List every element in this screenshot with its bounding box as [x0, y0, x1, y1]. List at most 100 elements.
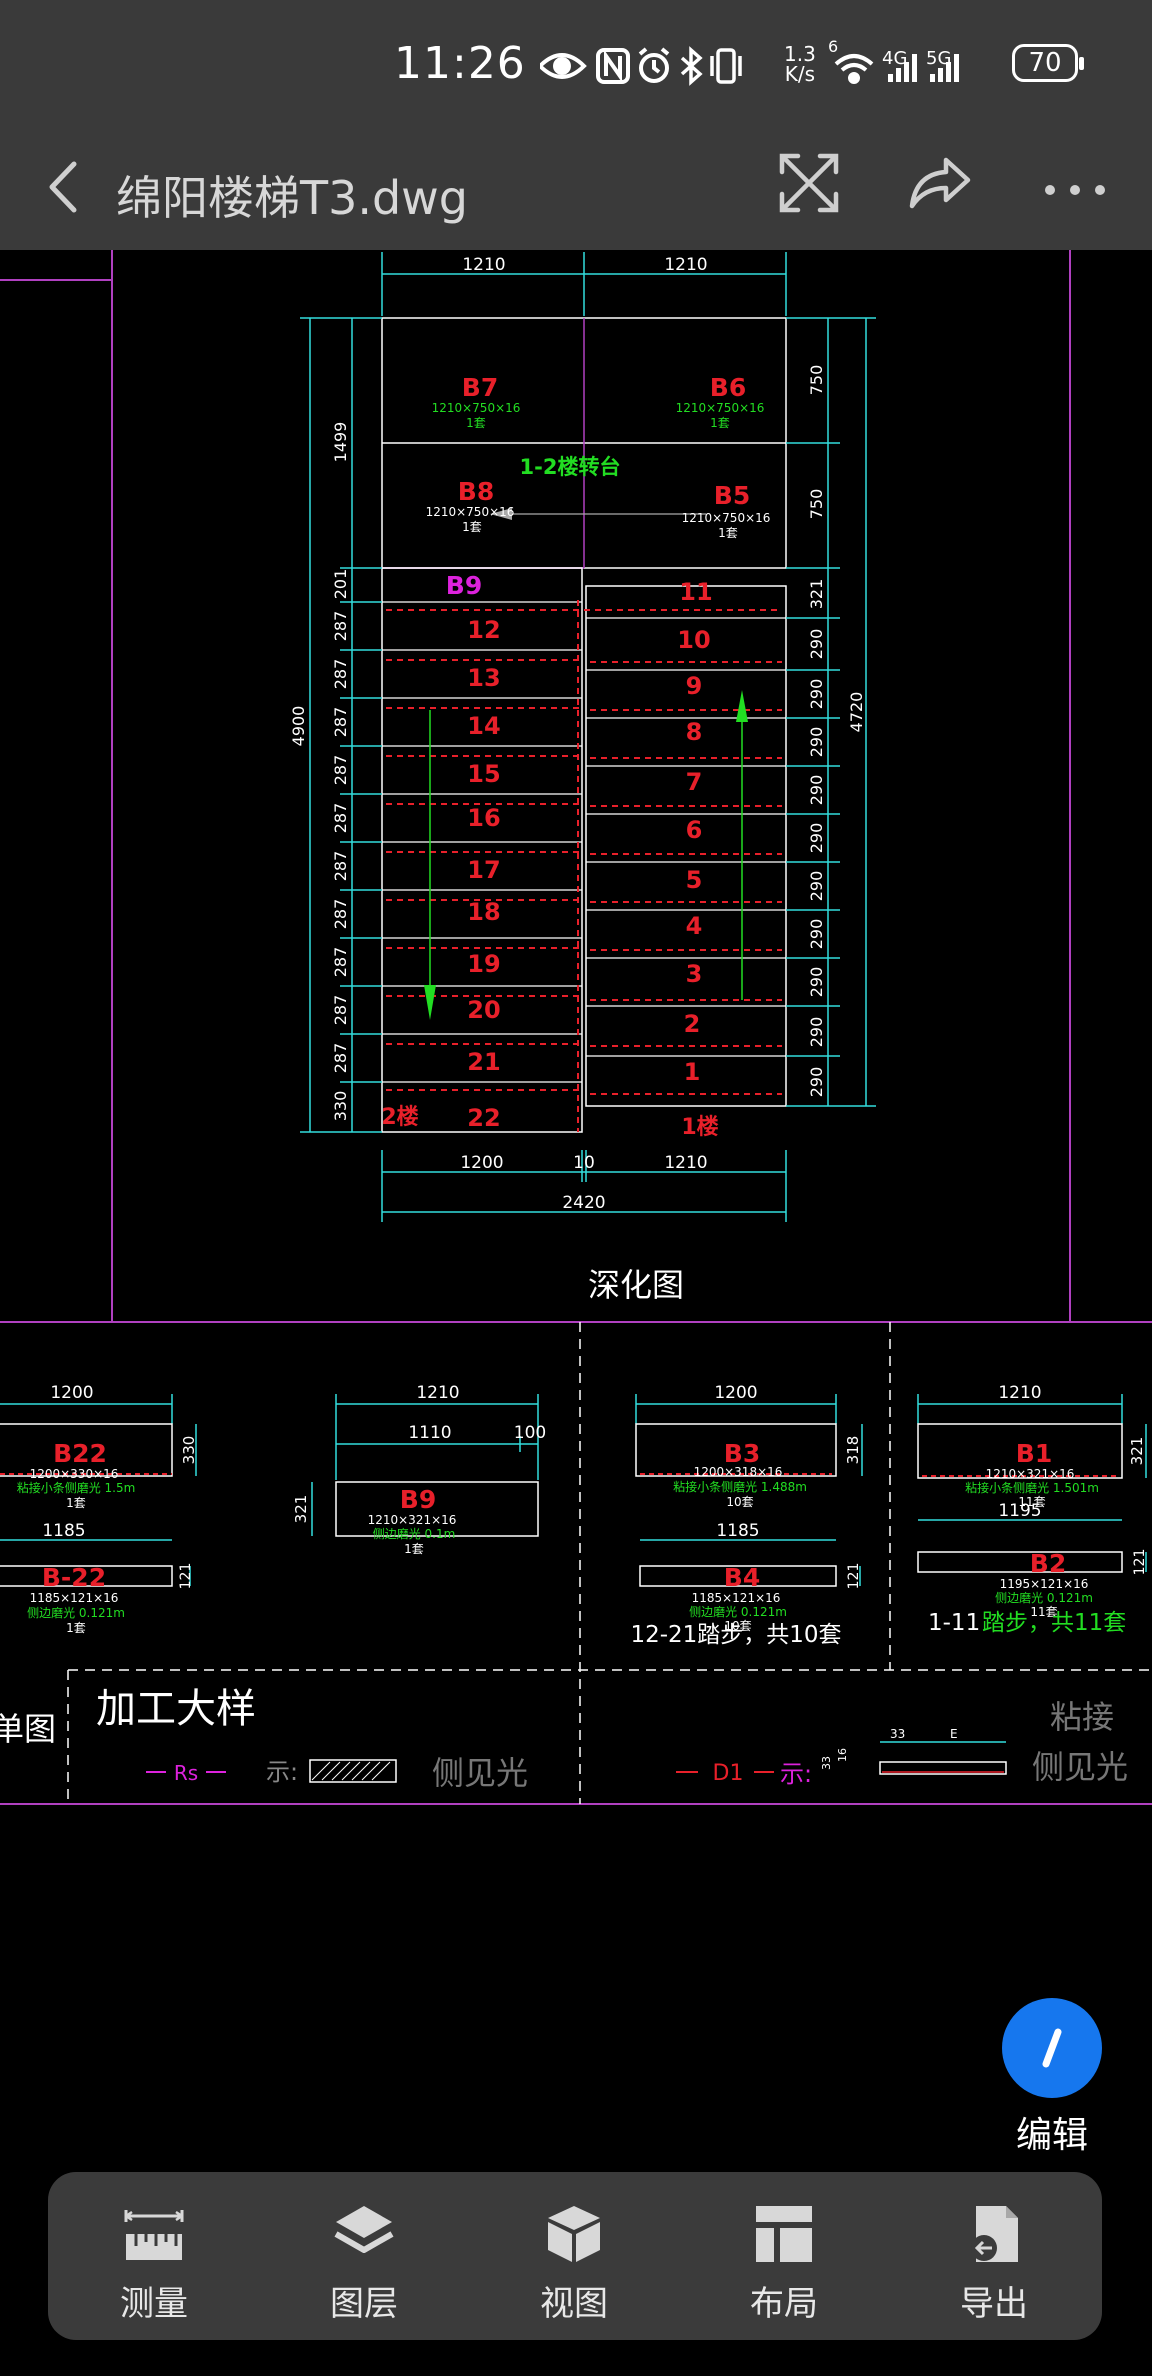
svg-text:1210×321×16: 1210×321×16: [986, 1467, 1075, 1481]
svg-text:1200: 1200: [50, 1383, 93, 1403]
plate-label: B8: [458, 477, 494, 506]
back-button[interactable]: [34, 152, 94, 222]
more-button[interactable]: [1040, 150, 1110, 216]
svg-text:321: 321: [1128, 1437, 1146, 1466]
svg-text:11套: 11套: [1018, 1495, 1045, 1509]
landing-label: 1-2楼转台: [520, 455, 621, 479]
title-bar: 绵阳楼梯T3.dwg: [0, 132, 1152, 250]
wifi-badge: 6: [828, 38, 838, 56]
caption-main: 深化图: [588, 1266, 684, 1304]
svg-text:121: 121: [846, 1563, 862, 1590]
step-lines-left: [382, 601, 582, 1083]
svg-text:12: 12: [467, 616, 500, 644]
svg-text:5: 5: [686, 866, 703, 894]
tool-layout[interactable]: 布局: [694, 2172, 874, 2340]
dim-bottom-total: 2420: [562, 1193, 605, 1213]
legend-dim-33: 33: [890, 1727, 905, 1741]
tool-view[interactable]: 视图: [484, 2172, 664, 2340]
legend-rs: Rs: [174, 1761, 198, 1785]
tool-export[interactable]: 导出: [904, 2172, 1084, 2340]
svg-text:287: 287: [331, 611, 350, 642]
status-icons: [540, 46, 742, 86]
floor-1-label: 1楼: [681, 1115, 718, 1140]
svg-text:B-22: B-22: [42, 1563, 106, 1592]
share-button[interactable]: [906, 150, 976, 216]
dim-bottom-1200: 1200: [460, 1153, 503, 1173]
svg-text:1套: 1套: [66, 1621, 86, 1635]
fullscreen-button[interactable]: [776, 150, 842, 216]
svg-text:2: 2: [684, 1010, 701, 1038]
svg-text:1200×318×16: 1200×318×16: [694, 1465, 783, 1479]
svg-text:B4: B4: [724, 1563, 760, 1592]
svg-text:侧边磨光 0.121m: 侧边磨光 0.121m: [27, 1606, 125, 1620]
dim-right-total: 4720: [847, 692, 866, 733]
svg-text:1195×121×16: 1195×121×16: [1000, 1577, 1089, 1591]
vibrate-icon: [710, 48, 742, 84]
dim-top-right: 1210: [664, 255, 707, 275]
legend-show-2: 示:: [780, 1760, 812, 1788]
legend-show-1: 示:: [266, 1758, 298, 1786]
tool-export-label: 导出: [960, 2284, 1028, 2324]
group-12-21-label: 12-21踏步，共10套: [630, 1622, 841, 1648]
svg-text:11套: 11套: [1030, 1605, 1057, 1619]
status-time: 11:26: [394, 38, 526, 89]
tool-layout-label: 布局: [750, 2284, 818, 2324]
dim-left-1499: 1499: [331, 422, 350, 463]
svg-text:1185×121×16: 1185×121×16: [30, 1591, 119, 1605]
svg-text:100: 100: [514, 1423, 546, 1443]
cad-drawing[interactable]: 1210 1210: [0, 250, 1152, 2020]
dim-right-321: 321: [807, 579, 826, 610]
svg-text:1套: 1套: [66, 1496, 86, 1510]
legend-dim-16: 16: [836, 1748, 849, 1762]
svg-text:1套: 1套: [404, 1542, 424, 1556]
tool-layers[interactable]: 图层: [274, 2172, 454, 2340]
dim-left-201: 201: [331, 569, 350, 600]
edit-fab-button[interactable]: [1002, 1998, 1102, 2098]
floor-2-label: 2楼: [381, 1105, 418, 1130]
file-title: 绵阳楼梯T3.dwg: [116, 171, 469, 225]
svg-text:B9: B9: [400, 1485, 436, 1514]
svg-text:21: 21: [467, 1048, 500, 1076]
drawing-canvas[interactable]: 1210 1210: [0, 250, 1152, 2020]
svg-text:B22: B22: [53, 1439, 107, 1468]
dim-bottom-1210: 1210: [664, 1153, 707, 1173]
svg-text:15: 15: [467, 760, 500, 788]
plate-qty: 1套: [466, 416, 486, 430]
bluetooth-icon: [680, 46, 703, 86]
svg-text:B3: B3: [724, 1439, 760, 1468]
legend-glue: 粘接: [1050, 1698, 1114, 1736]
svg-text:侧边磨光 0.1m: 侧边磨光 0.1m: [373, 1527, 456, 1541]
detail-b9: 1210 1110 100 321 B9 1210×321×16 侧边磨光 0.…: [292, 1383, 546, 1556]
nosing-hatch: [386, 600, 782, 1132]
plate-size: 1210×750×16: [682, 511, 771, 525]
svg-text:1210: 1210: [998, 1383, 1041, 1403]
plate-label: B7: [462, 373, 498, 402]
svg-text:18: 18: [467, 898, 500, 926]
signal-4g-label: 4G: [882, 48, 907, 69]
svg-text:318: 318: [844, 1436, 862, 1465]
bottom-dimensions: [381, 1150, 787, 1222]
svg-text:1200×330×16: 1200×330×16: [30, 1467, 119, 1481]
svg-text:B1: B1: [1016, 1439, 1052, 1468]
svg-text:1185: 1185: [42, 1521, 85, 1541]
svg-text:8: 8: [686, 718, 703, 746]
layers-icon: [334, 2206, 394, 2253]
dim-left-total: 4900: [289, 706, 308, 747]
svg-text:B2: B2: [1030, 1549, 1066, 1578]
edit-label[interactable]: 编辑: [1015, 2115, 1088, 2156]
svg-text:287: 287: [331, 851, 350, 882]
dashed-dividers: [67, 1322, 1152, 1804]
signal-icons: 6 4G 5G: [828, 38, 959, 84]
expand-icon: [779, 153, 839, 213]
eye-icon: [540, 53, 587, 79]
svg-text:22: 22: [467, 1104, 500, 1132]
svg-text:13: 13: [467, 664, 500, 692]
tool-measure[interactable]: 测量: [64, 2172, 244, 2340]
legend-left-partial: 单图: [0, 1710, 56, 1748]
battery-indicator: 70: [1012, 44, 1084, 82]
pencil-icon: [1042, 2028, 1062, 2068]
svg-text:287: 287: [331, 707, 350, 738]
share-arrow-icon: [909, 157, 971, 209]
net-speed-value: 1.3: [784, 42, 816, 66]
dim-right-290-group: 290 290 290 290 290 290 290 290 290 290: [807, 629, 826, 1098]
